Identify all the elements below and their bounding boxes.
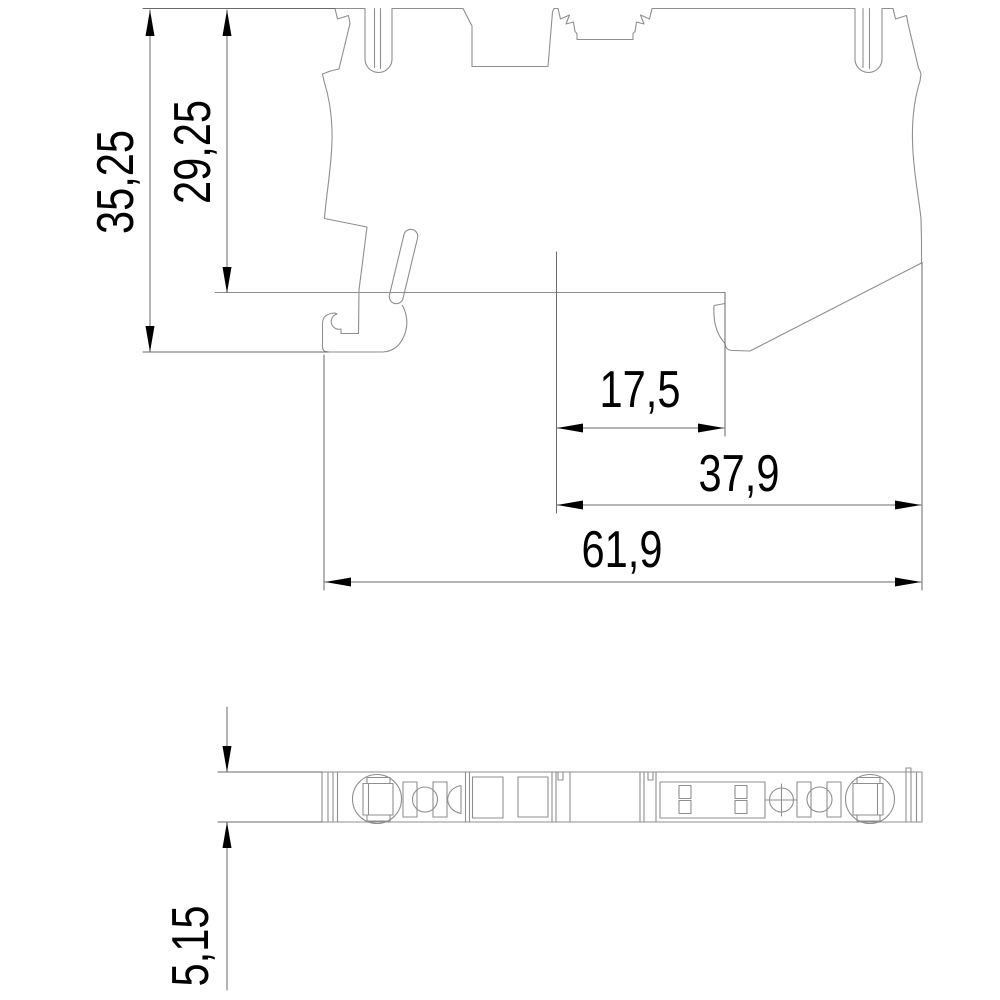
connector-window xyxy=(659,781,766,819)
dim-label-right-width: 37,9 xyxy=(699,444,780,503)
right-clamp-tab-top xyxy=(856,776,881,785)
left-clamp-square xyxy=(362,782,394,816)
arrow-right-37-9 xyxy=(895,500,921,510)
arrow-right-17-5 xyxy=(698,423,724,433)
strip-box-2 xyxy=(517,776,549,818)
strip-notch-2 xyxy=(647,771,654,781)
strip-right-cap-lines xyxy=(905,771,918,823)
left-d-shape xyxy=(446,784,462,815)
part-geometry xyxy=(214,7,923,825)
strip-bump xyxy=(905,767,912,773)
arrow-left-17-5 xyxy=(557,423,583,433)
arrow-down-5-15 xyxy=(222,746,232,772)
right-slot-inner-lines xyxy=(862,7,871,70)
left-clamp-tab-bottom xyxy=(366,814,391,822)
strip-notch-1 xyxy=(557,771,564,781)
arrow-left-61-9 xyxy=(325,577,351,587)
arrow-up-35-25 xyxy=(145,10,155,36)
right-clamp-square xyxy=(852,782,884,816)
strip-box-1 xyxy=(471,776,504,819)
dimension-lines xyxy=(142,8,923,991)
arrow-left-37-9 xyxy=(557,500,583,510)
left-slot-inner-lines xyxy=(373,7,382,70)
crosshair-lines xyxy=(765,783,798,817)
contact-2b xyxy=(734,799,748,815)
strip-outline xyxy=(321,771,923,823)
left-bone-bar-2 xyxy=(432,781,448,818)
contact-1a xyxy=(678,784,692,800)
right-clamp-tab-bottom xyxy=(856,814,881,822)
dimension-arrows xyxy=(145,10,921,848)
arrow-right-61-9 xyxy=(895,577,921,587)
dimension-labels: 35,25 29,25 17,5 37,9 61,9 5,15 xyxy=(86,100,780,987)
right-bone-bar-1 xyxy=(796,781,812,818)
strip-divider-lines-2 xyxy=(551,771,571,823)
clamp-pin xyxy=(388,228,419,305)
arrow-up-5-15 xyxy=(222,822,232,848)
side-profile-top-right-outline xyxy=(334,7,923,352)
left-clamp-tab-top xyxy=(366,776,391,785)
dim-label-thickness: 5,15 xyxy=(161,906,220,987)
right-clamp-circle xyxy=(844,773,896,825)
dim-label-total-height: 35,25 xyxy=(86,130,145,234)
extension-lines xyxy=(142,8,923,823)
arrow-up-29-25 xyxy=(222,10,232,36)
left-clamp-circle xyxy=(351,773,403,825)
dim-label-total-width: 61,9 xyxy=(582,520,663,579)
contact-1b xyxy=(678,799,692,815)
left-bone-bar-1 xyxy=(402,781,418,818)
right-bone-bar-2 xyxy=(826,781,842,818)
right-bone-circle xyxy=(806,786,833,813)
strip-divider-lines-3 xyxy=(639,771,657,823)
arrow-down-35-25 xyxy=(145,326,155,352)
dim-label-upper-height: 29,25 xyxy=(163,100,222,204)
strip-divider-lines-1 xyxy=(464,771,471,823)
strip-profile xyxy=(321,767,923,825)
left-bone-circle xyxy=(411,786,439,813)
side-profile-left-outline xyxy=(321,7,408,353)
arrow-down-29-25 xyxy=(222,267,232,293)
contact-2a xyxy=(734,784,748,800)
strip-left-cap-lines xyxy=(327,771,339,823)
dim-label-foot-inset: 17,5 xyxy=(600,360,681,419)
